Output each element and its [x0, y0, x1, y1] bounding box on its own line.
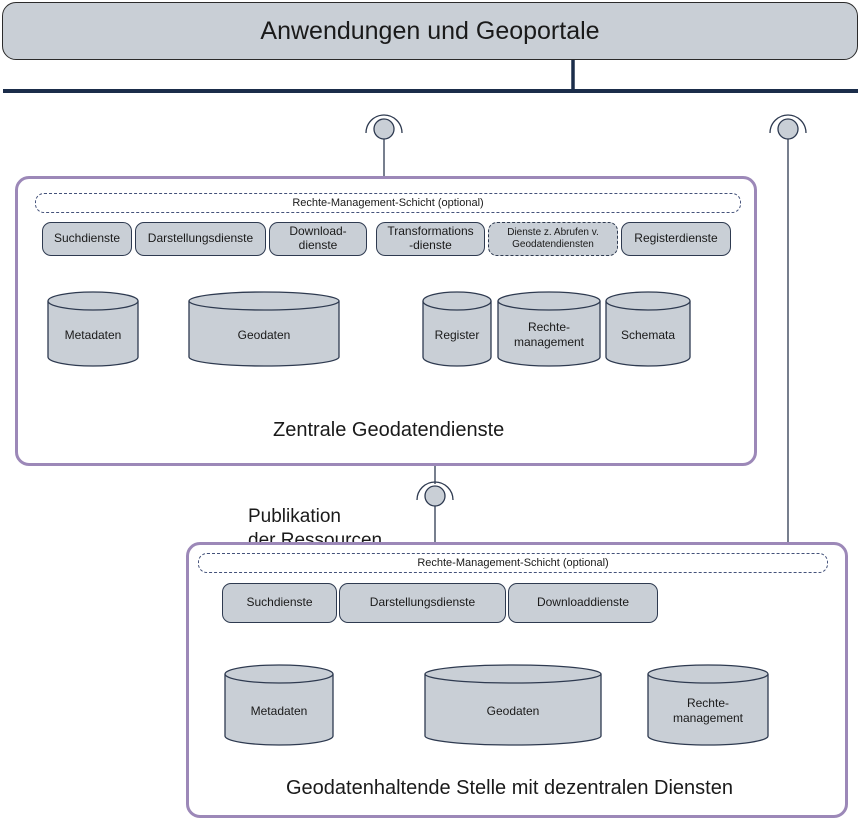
applications-geoportals-label: Anwendungen und Geoportale [260, 16, 600, 45]
publication-label: Publikation der Ressourcen [248, 505, 383, 552]
applications-geoportals-bar: Anwendungen und Geoportale [2, 2, 858, 60]
central-services-panel: Rechte-Management-Schicht (optional) Suc… [15, 176, 757, 466]
decentral-rights-store: Rechte- management [647, 664, 769, 746]
central-register-store: Register [422, 291, 492, 367]
decentral-geodata-store: Geodaten [424, 664, 602, 746]
decentral-metadata-store: Metadaten [224, 664, 334, 746]
interface-socket-icon [365, 114, 403, 134]
central-transformation-service: Transformations -dienste [376, 222, 485, 256]
central-rights-layer: Rechte-Management-Schicht (optional) [35, 193, 741, 213]
central-view-service: Darstellungsdienste [135, 222, 266, 256]
decentral-rights-layer: Rechte-Management-Schicht (optional) [198, 553, 828, 573]
interface-socket-icon [769, 114, 807, 134]
interface-ball-icon [373, 118, 395, 140]
interface-ball-icon [777, 118, 799, 140]
decentral-services-panel: Rechte-Management-Schicht (optional) Suc… [186, 542, 848, 818]
central-panel-caption: Zentrale Geodatendienste [273, 419, 505, 441]
decentral-search-service: Suchdienste [222, 583, 337, 623]
interface-ball-icon [424, 485, 446, 507]
central-search-service: Suchdienste [42, 222, 132, 256]
central-registry-service: Registerdienste [621, 222, 731, 256]
central-rights-store: Rechte- management [497, 291, 601, 367]
interface-socket-icon [416, 481, 454, 501]
decentral-download-service: Downloaddienste [508, 583, 658, 623]
central-invoke-service: Dienste z. Abrufen v. Geodatendiensten [488, 222, 618, 256]
decentral-view-service: Darstellungsdienste [339, 583, 506, 623]
central-download-service: Download- dienste [269, 222, 367, 256]
central-geodata-store: Geodaten [188, 291, 340, 367]
decentral-panel-caption: Geodatenhaltende Stelle mit dezentralen … [286, 777, 733, 799]
central-schemas-store: Schemata [605, 291, 691, 367]
central-metadata-store: Metadaten [47, 291, 139, 367]
